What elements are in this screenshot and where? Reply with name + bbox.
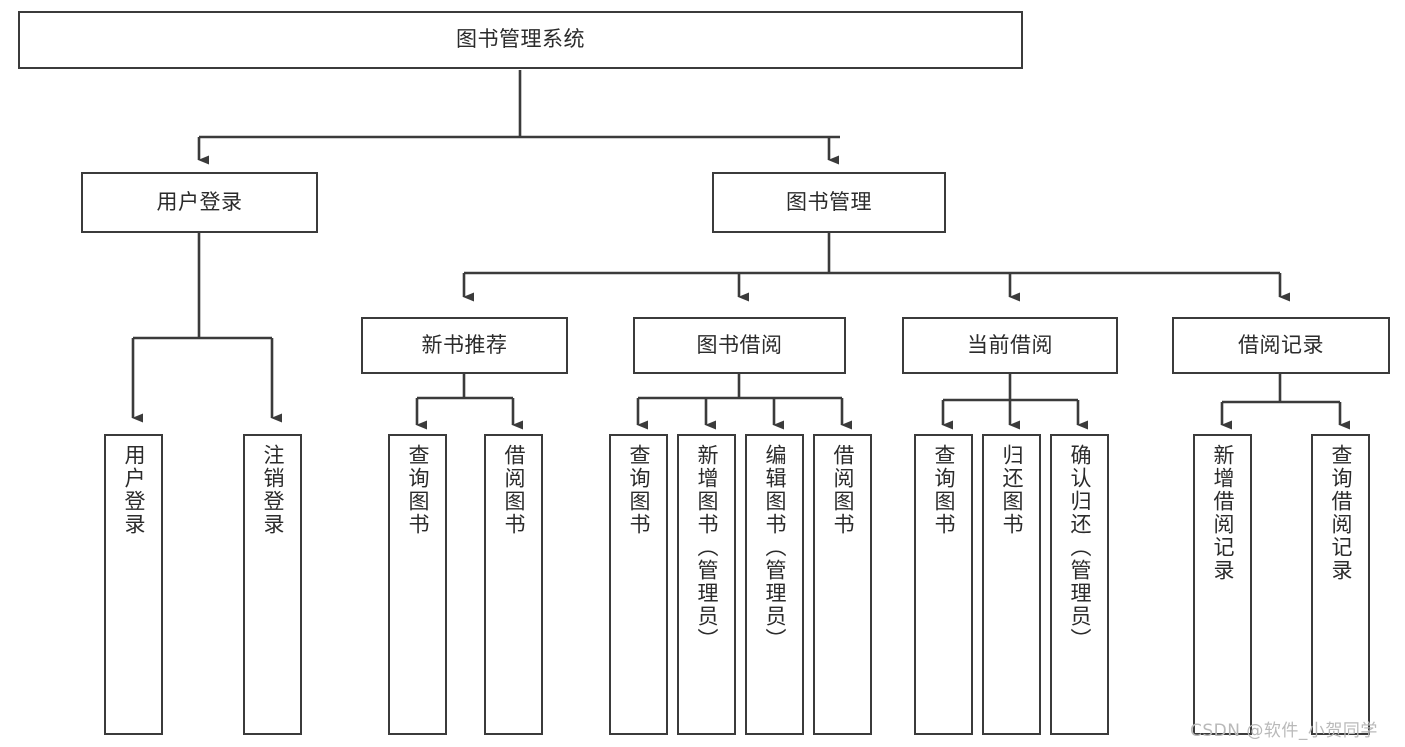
node-label: 用户登录 <box>156 189 243 214</box>
node-label: 编辑图书（管理员） <box>762 444 787 651</box>
leaf-book-borrow-add[interactable]: 新增图书（管理员） <box>677 434 736 735</box>
node-new-book-recommend[interactable]: 新书推荐 <box>361 317 568 374</box>
node-label: 当前借阅 <box>967 332 1053 357</box>
leaf-borrow-record-add[interactable]: 新增借阅记录 <box>1193 434 1252 735</box>
node-label: 查询借阅记录 <box>1328 444 1353 582</box>
node-label: 借阅图书 <box>501 444 526 536</box>
node-label: 图书管理系统 <box>456 27 585 52</box>
node-label: 注销登录 <box>260 444 285 536</box>
leaf-book-borrow-borrow[interactable]: 借阅图书 <box>813 434 872 735</box>
node-label: 新增借阅记录 <box>1210 444 1235 582</box>
leaf-book-borrow-query[interactable]: 查询图书 <box>609 434 668 735</box>
leaf-user-login-logout[interactable]: 注销登录 <box>243 434 302 735</box>
watermark-text: CSDN @软件_小贺同学 <box>1190 721 1378 741</box>
node-label: 借阅图书 <box>830 444 855 536</box>
node-label: 查询图书 <box>405 444 430 536</box>
node-user-login[interactable]: 用户登录 <box>81 172 318 233</box>
leaf-current-borrow-return[interactable]: 归还图书 <box>982 434 1041 735</box>
node-label: 图书借阅 <box>696 332 783 357</box>
node-label: 确认归还（管理员） <box>1067 444 1092 651</box>
leaf-book-borrow-edit[interactable]: 编辑图书（管理员） <box>745 434 804 735</box>
node-book-borrow[interactable]: 图书借阅 <box>633 317 846 374</box>
node-label: 图书管理 <box>786 189 872 214</box>
node-label: 借阅记录 <box>1238 332 1324 357</box>
node-label: 用户登录 <box>121 444 146 536</box>
leaf-user-login-login[interactable]: 用户登录 <box>104 434 163 735</box>
node-label: 新书推荐 <box>421 332 508 357</box>
leaf-borrow-record-query[interactable]: 查询借阅记录 <box>1311 434 1370 735</box>
leaf-current-borrow-confirm[interactable]: 确认归还（管理员） <box>1050 434 1109 735</box>
node-label: 新增图书（管理员） <box>694 444 719 651</box>
node-borrow-record[interactable]: 借阅记录 <box>1172 317 1390 374</box>
leaf-current-borrow-query[interactable]: 查询图书 <box>914 434 973 735</box>
node-label: 查询图书 <box>931 444 956 536</box>
node-label: 查询图书 <box>626 444 651 536</box>
leaf-new-book-borrow[interactable]: 借阅图书 <box>484 434 543 735</box>
leaf-new-book-query[interactable]: 查询图书 <box>388 434 447 735</box>
node-label: 归还图书 <box>999 444 1024 536</box>
node-root-system[interactable]: 图书管理系统 <box>18 11 1023 69</box>
node-book-management[interactable]: 图书管理 <box>712 172 946 233</box>
node-current-borrow[interactable]: 当前借阅 <box>902 317 1118 374</box>
